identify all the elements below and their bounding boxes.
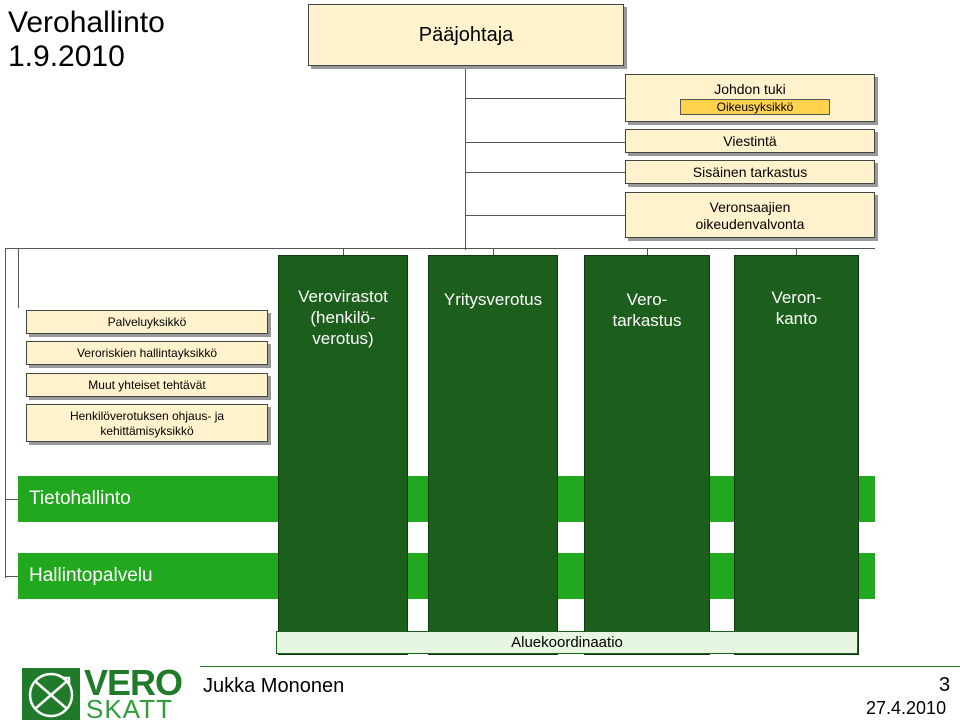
director-vertical-line: [465, 66, 466, 250]
connector-col-4: [796, 248, 797, 256]
left-trunk-line: [5, 248, 6, 578]
connector-support: [465, 98, 625, 99]
connector-col-2: [493, 248, 494, 256]
legal-unit-box: Oikeusyksikkö: [680, 99, 830, 115]
logo-text-bottom: SKATT: [86, 694, 173, 724]
footer-date: 27.4.2010: [866, 698, 947, 718]
column-tax-offices-line-2: (henkilö-: [310, 308, 376, 327]
personal-tax-unit-box: Henkilöverotuksen ohjaus- ja kehittämisy…: [26, 404, 268, 442]
footer-page-number: 3: [939, 674, 951, 696]
connector-admin-bar: [5, 576, 19, 577]
footer-author: Jukka Mononen: [203, 675, 345, 697]
column-tax-audit-line-2: tarkastus: [612, 311, 682, 330]
director-box: Pääjohtaja: [308, 4, 624, 66]
column-tax-offices-line-3: verotus): [312, 329, 374, 348]
regional-coordination-box: Aluekoordinaatio: [276, 631, 858, 654]
risk-unit-box: Veroriskien hallintayksikkö: [26, 341, 268, 365]
connector-communications: [465, 142, 625, 143]
title-line-1: Verohallinto: [8, 6, 165, 39]
connector-col-3: [647, 248, 648, 256]
legal-unit-label: Oikeusyksikkö: [716, 100, 794, 114]
service-unit-box: Palveluyksikkö: [26, 310, 268, 334]
personal-tax-unit-line-1: Henkilöverotuksen ohjaus- ja: [69, 409, 225, 423]
column-tax-audit: Vero- tarkastus: [584, 255, 710, 655]
other-tasks-box: Muut yhteiset tehtävät: [26, 373, 268, 397]
beneficiary-oversight-line-2: oikeudenvalvonta: [695, 216, 805, 232]
column-tax-collection-line-1: Veron-: [771, 288, 822, 307]
vero-emblem-icon: [22, 668, 80, 720]
service-unit-label: Palveluyksikkö: [107, 315, 187, 329]
column-tax-collection: Veron- kanto: [734, 255, 859, 655]
beneficiary-oversight-line-1: Veronsaajien: [709, 199, 791, 215]
management-support-box: Johdon tuki Oikeusyksikkö: [625, 74, 875, 122]
regional-coordination-label: Aluekoordinaatio: [511, 634, 623, 651]
director-label: Pääjohtaja: [418, 23, 514, 46]
beneficiary-oversight-box: Veronsaajien oikeudenvalvonta: [625, 192, 875, 238]
logo-text-top: VERO: [84, 662, 183, 703]
other-tasks-label: Muut yhteiset tehtävät: [88, 378, 206, 392]
connector-it-bar: [5, 499, 19, 500]
communications-label: Viestintä: [723, 133, 777, 149]
management-support-label: Johdon tuki: [714, 81, 786, 97]
column-tax-offices: Verovirastot (henkilö- verotus): [278, 255, 408, 655]
it-management-label: Tietohallinto: [29, 488, 131, 509]
connector-col-1: [343, 248, 344, 256]
internal-audit-label: Sisäinen tarkastus: [692, 164, 808, 180]
risk-unit-label: Veroriskien hallintayksikkö: [76, 346, 218, 360]
personal-tax-unit-line-2: kehittämisyksikkö: [100, 424, 194, 438]
left-inner-line: [18, 248, 19, 308]
column-corporate-tax-line-1: Yritysverotus: [443, 290, 543, 309]
column-tax-audit-line-1: Vero-: [626, 290, 668, 309]
column-corporate-tax: Yritysverotus: [428, 255, 558, 655]
connector-oversight: [465, 215, 625, 216]
column-tax-collection-line-2: kanto: [775, 309, 818, 328]
title-line-2: 1.9.2010: [8, 40, 125, 73]
admin-services-label: Hallintopalvelu: [29, 565, 153, 586]
column-tax-offices-line-1: Verovirastot: [298, 287, 388, 306]
footer-divider: [200, 666, 960, 667]
connector-audit: [465, 172, 625, 173]
internal-audit-box: Sisäinen tarkastus: [625, 160, 875, 184]
communications-box: Viestintä: [625, 129, 875, 153]
horizontal-branch-line: [5, 248, 875, 249]
